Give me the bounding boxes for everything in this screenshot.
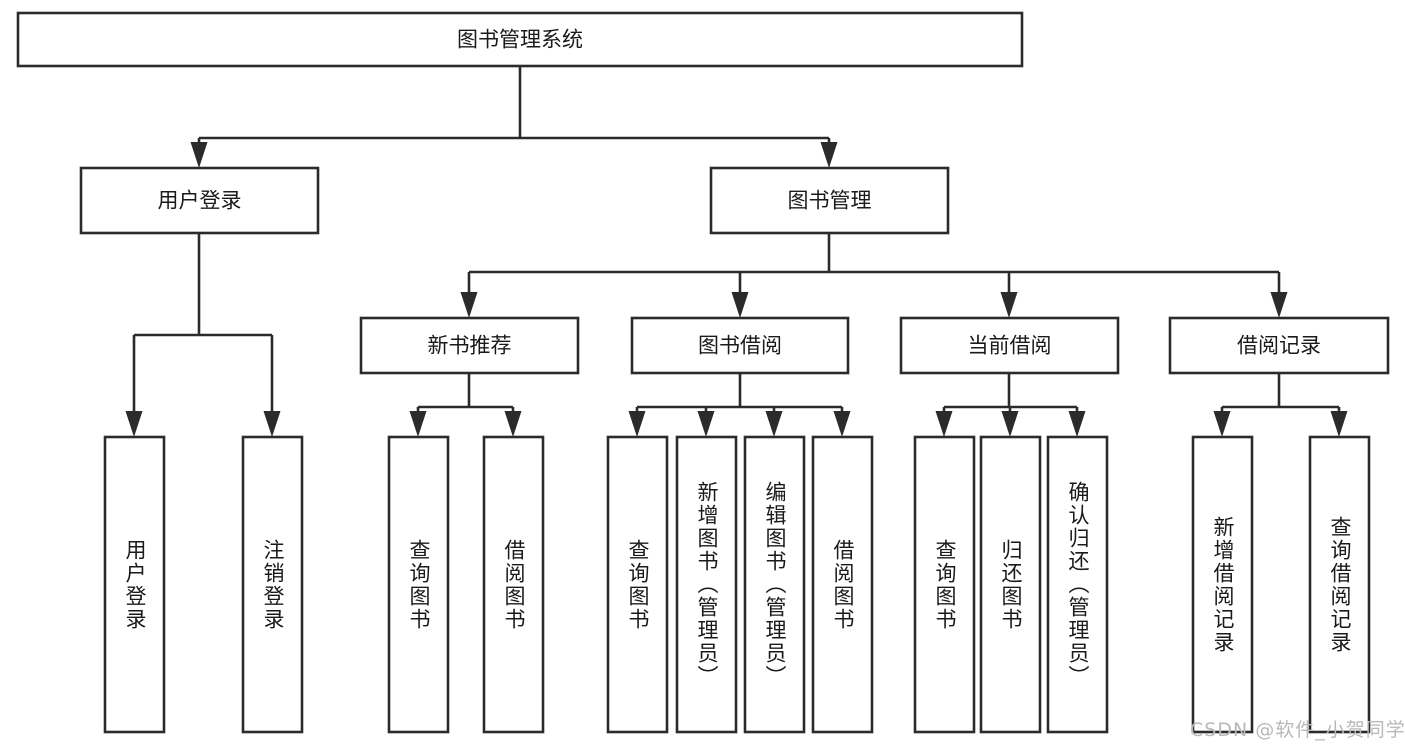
arrow-head-icon (1000, 292, 1018, 318)
connector-user-login-to-leaves (125, 233, 281, 437)
level1-node-box-1[interactable] (709, 166, 950, 235)
connector-borrow-record-to-leaves (1213, 373, 1348, 437)
leaf-node-box-8[interactable] (913, 435, 976, 734)
arrow-head-icon (1330, 411, 1348, 437)
arrow-head-icon (1270, 292, 1288, 318)
level2-node-box-0[interactable] (359, 316, 580, 375)
leaf-node-box-2[interactable] (387, 435, 450, 734)
leaf-node-box-6[interactable] (743, 435, 806, 734)
arrow-head-icon (409, 411, 427, 437)
leaf-node-box-9[interactable] (979, 435, 1042, 734)
arrow-head-icon (1001, 411, 1019, 437)
leaf-node-box-12[interactable] (1308, 435, 1371, 734)
arrow-head-icon (263, 411, 281, 437)
arrow-head-icon (765, 411, 783, 437)
connectors-layer (125, 66, 1348, 437)
level1-node-label-0: 用户登录 (158, 189, 242, 213)
arrow-head-icon (628, 411, 646, 437)
arrow-head-icon (697, 411, 715, 437)
connector-current-borrow-to-leaves (935, 373, 1086, 437)
connector-root-to-level1 (190, 66, 838, 168)
level1-node-label-1: 图书管理 (788, 189, 872, 213)
arrow-head-icon (833, 411, 851, 437)
leaf-node-box-0[interactable] (103, 435, 166, 734)
level2-node-label-2: 当前借阅 (968, 334, 1052, 358)
root-node-box-0[interactable] (16, 11, 1024, 68)
level2-node-box-2[interactable] (899, 316, 1120, 375)
leaf-node-box-1[interactable] (241, 435, 304, 734)
arrow-head-icon (190, 142, 208, 168)
arrow-head-icon (125, 411, 143, 437)
level2-node-label-0: 新书推荐 (428, 334, 512, 358)
leaf-node-box-3[interactable] (482, 435, 545, 734)
arrow-head-icon (731, 292, 749, 318)
leaf-node-box-5[interactable] (675, 435, 738, 734)
arrow-head-icon (820, 142, 838, 168)
leaf-node-box-11[interactable] (1191, 435, 1254, 734)
leaf-node-box-4[interactable] (606, 435, 669, 734)
connector-book-mgmt-to-level2 (460, 233, 1288, 318)
root-node-label-0: 图书管理系统 (457, 28, 583, 52)
leaf-node-box-10[interactable] (1046, 435, 1109, 734)
connector-borrow-to-leaves (628, 373, 851, 437)
leaf-node-box-7[interactable] (811, 435, 874, 734)
connector-new-book-to-leaves (409, 373, 522, 437)
level2-node-label-1: 图书借阅 (698, 334, 782, 358)
level2-node-box-3[interactable] (1168, 316, 1390, 375)
level2-node-box-1[interactable] (630, 316, 850, 375)
csdn-watermark: CSDN @软件_小贺同学 (1190, 719, 1405, 741)
level2-node-label-3: 借阅记录 (1237, 334, 1321, 358)
arrow-head-icon (1213, 411, 1231, 437)
level1-node-box-0[interactable] (79, 166, 320, 235)
arrow-head-icon (504, 411, 522, 437)
arrow-head-icon (460, 292, 478, 318)
boxes-layer (16, 11, 1390, 734)
arrow-head-icon (935, 411, 953, 437)
arrow-head-icon (1068, 411, 1086, 437)
